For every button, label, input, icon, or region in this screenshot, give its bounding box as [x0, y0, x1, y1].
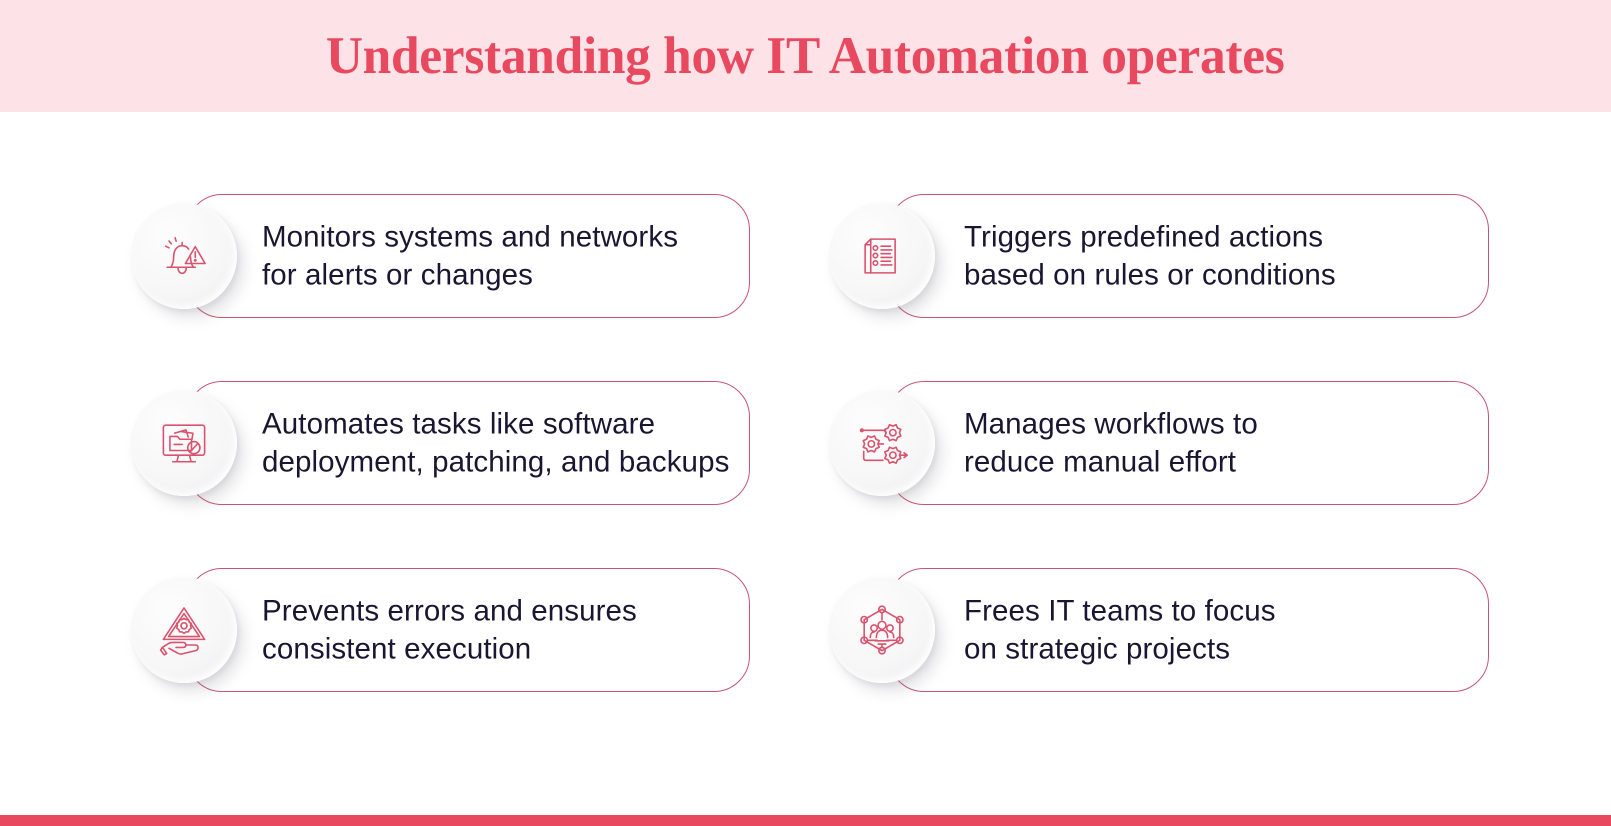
card-text-line: for alerts or changes: [262, 258, 534, 291]
card-automates-tasks[interactable]: Automates tasks like software deployment…: [186, 381, 750, 505]
checklist-document-icon: [864, 238, 896, 274]
card-text: Automates tasks like software deployment…: [262, 405, 731, 481]
icon-badge-automates-tasks: [131, 390, 237, 496]
card-text: Triggers predefined actions based on rul…: [964, 218, 1470, 294]
team-network-icon: [860, 605, 904, 655]
icon-badge-manages-workflows: [829, 390, 935, 496]
workflow-gears-icon: [859, 423, 908, 464]
card-monitors-systems[interactable]: Monitors systems and networks for alerts…: [186, 194, 750, 318]
card-manages-workflows[interactable]: Manages workflows to reduce manual effor…: [888, 381, 1489, 505]
card-frees-it-teams[interactable]: Frees IT teams to focus on strategic pro…: [888, 568, 1489, 692]
card-text-line: consistent execution: [262, 632, 532, 665]
card-text-line: deployment, patching, and backups: [262, 445, 730, 478]
card-text-line: on strategic projects: [964, 632, 1231, 665]
card-text-line: Frees IT teams to focus: [964, 594, 1276, 628]
icon-badge-frees-it-teams: [829, 577, 935, 683]
card-text-line: based on rules or conditions: [964, 258, 1336, 291]
card-text-line: Monitors systems and networks: [262, 220, 679, 254]
card-text-line: Automates tasks like software: [262, 407, 656, 441]
hand-shield-gear-icon: [159, 607, 206, 656]
card-text: Prevents errors and ensures consistent e…: [262, 592, 731, 668]
card-text-line: Manages workflows to: [964, 407, 1258, 441]
card-prevents-errors[interactable]: Prevents errors and ensures consistent e…: [186, 568, 750, 692]
bottom-accent-bar: [0, 815, 1611, 826]
card-row: Automates tasks like software deployment…: [0, 381, 1611, 505]
card-row: Monitors systems and networks for alerts…: [0, 194, 1611, 318]
card-text-line: reduce manual effort: [964, 445, 1237, 478]
icon-badge-monitors-systems: [131, 203, 237, 309]
page-title: Understanding how IT Automation operates: [326, 26, 1285, 85]
cards-area: Monitors systems and networks for alerts…: [0, 112, 1611, 815]
card-text: Monitors systems and networks for alerts…: [262, 218, 731, 294]
card-triggers-actions[interactable]: Triggers predefined actions based on rul…: [888, 194, 1489, 318]
card-row: Prevents errors and ensures consistent e…: [0, 568, 1611, 692]
card-text-line: Triggers predefined actions: [964, 220, 1324, 254]
card-text-line: Prevents errors and ensures: [262, 594, 637, 628]
bell-alert-icon: [164, 236, 206, 275]
card-text: Manages workflows to reduce manual effor…: [964, 405, 1470, 481]
monitor-folder-icon: [162, 424, 206, 463]
card-text: Frees IT teams to focus on strategic pro…: [964, 592, 1470, 668]
icon-badge-triggers-actions: [829, 203, 935, 309]
icon-badge-prevents-errors: [131, 577, 237, 683]
header-band: Understanding how IT Automation operates: [0, 0, 1611, 112]
